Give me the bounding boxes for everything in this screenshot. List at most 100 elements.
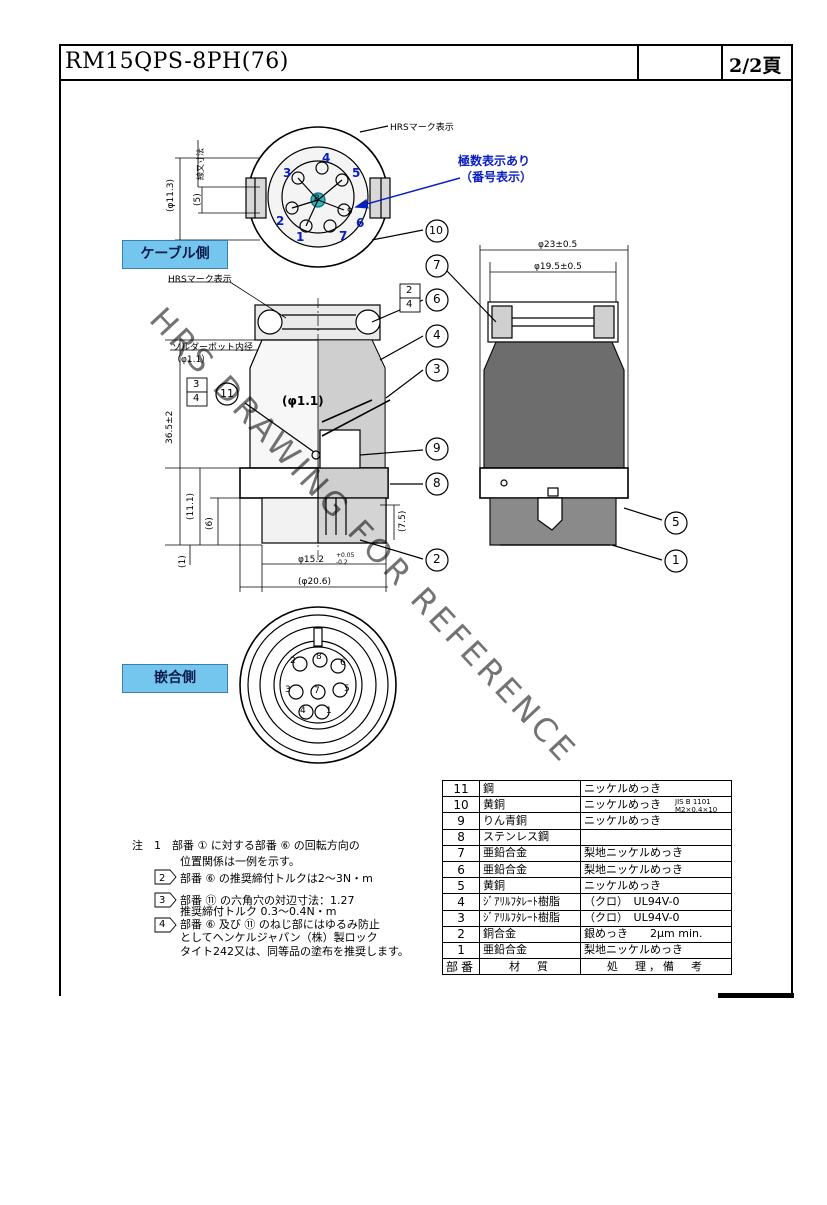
table-cell-no: 1 bbox=[441, 941, 481, 960]
pin-number: 6 bbox=[340, 658, 346, 668]
dim-label: -0.2 bbox=[336, 559, 348, 566]
note-ref: 3 bbox=[159, 894, 166, 906]
pin-number: 6 bbox=[356, 216, 365, 230]
dim-label: +0.05 bbox=[336, 552, 355, 559]
dim-label: (φ11.3) bbox=[166, 179, 176, 212]
frame-bottom-bar bbox=[718, 993, 794, 998]
title-divider bbox=[637, 46, 639, 79]
dim-label: φ23±0.5 bbox=[538, 240, 578, 250]
table-cell-material: ｼﾞｱﾘﾙﾌﾀﾚｰﾄ樹脂 bbox=[479, 909, 582, 927]
balloon-number: 10 bbox=[429, 224, 443, 237]
part-number: RM15QPS-8PH(76) bbox=[65, 49, 289, 74]
dim-label: (7.5) bbox=[398, 510, 408, 532]
page-number: 2/2頁 bbox=[729, 55, 782, 77]
table-cell-material: 亜鉛合金 bbox=[479, 844, 582, 862]
cable-side-label: ケーブル側 bbox=[122, 240, 228, 269]
table-cell-finish: 銀めっき 2μm min. bbox=[580, 925, 732, 943]
table-cell-finish: ニッケルめっき bbox=[580, 779, 732, 798]
table-cell-material: ステンレス鋼 bbox=[479, 828, 582, 846]
pole-display-callout: 極数表示あり bbox=[458, 154, 531, 168]
hrs-mark-callout: HRSマーク表示 bbox=[168, 275, 232, 285]
balloon-number: 3 bbox=[433, 362, 441, 376]
standard-note-line: JIS B 1101 bbox=[675, 798, 711, 806]
pin-number: 3 bbox=[283, 166, 292, 180]
balloon-number: 5 bbox=[672, 515, 680, 529]
note-ref: 4 bbox=[159, 918, 166, 930]
balloon-number: 9 bbox=[433, 441, 441, 455]
table-cell-material: 銅合金 bbox=[479, 925, 582, 943]
table-cell-no: 5 bbox=[441, 877, 481, 895]
table-header-material: 材 質 bbox=[479, 958, 582, 976]
pole-display-callout-sub: （番号表示） bbox=[460, 170, 533, 184]
table-cell-finish: 梨地ニッケルめっき bbox=[580, 844, 732, 862]
dim-label: φ19.5±0.5 bbox=[534, 262, 582, 272]
table-cell-material: ｼﾞｱﾘﾙﾌﾀﾚｰﾄ樹脂 bbox=[479, 893, 582, 911]
table-cell-finish: 梨地ニッケルめっき bbox=[580, 860, 732, 879]
table-cell-finish: （クロ） UL94V-0 bbox=[580, 909, 732, 927]
table-cell-no: 11 bbox=[441, 779, 481, 798]
drawing-frame: RM15QPS-8PH(76) 2/2頁 bbox=[59, 44, 793, 996]
pin-number: 1 bbox=[326, 706, 332, 716]
pin-number: 4 bbox=[322, 151, 331, 165]
pin-number: 5 bbox=[344, 684, 350, 694]
note-ref: 2 bbox=[159, 873, 166, 884]
table-header-no: 部番 bbox=[441, 958, 481, 976]
note-text: 部番 ⑥ の推奨締付トルクは2〜3N・m bbox=[180, 872, 373, 885]
table-cell-material: りん青銅 bbox=[479, 812, 582, 830]
solder-pot-callout: ソルダーポット内径 bbox=[172, 343, 254, 353]
standard-note: JIS B 1101 M2×0.4×10 bbox=[675, 798, 717, 814]
table-header-row: 部番材 質処 理，備 考 bbox=[441, 958, 732, 976]
dim-label: (φ20.6) bbox=[298, 577, 331, 587]
phi-callout: (φ1.1) bbox=[282, 394, 324, 408]
pin-number: 2 bbox=[290, 656, 296, 666]
dim-label: (1) bbox=[178, 555, 188, 568]
dim-label: (5) bbox=[193, 193, 203, 206]
table-cell-finish: ニッケルめっき bbox=[580, 877, 732, 895]
pin-number: 5 bbox=[352, 166, 361, 180]
note-text: タイト242又は、同等品の塗布を推奨します。 bbox=[180, 944, 409, 958]
balloon-number: 7 bbox=[433, 258, 441, 272]
table-cell-no: 2 bbox=[441, 925, 481, 943]
note-text: 部番 ① に対する部番 ⑥ の回転方向の bbox=[172, 839, 360, 852]
solder-pot-callout-sub: （φ1.1） bbox=[172, 355, 211, 365]
ref-box-number: 3 bbox=[193, 379, 200, 390]
table-cell-no: 3 bbox=[441, 909, 481, 927]
dim-label: 36.5±2 bbox=[165, 410, 175, 444]
pin-number: 3 bbox=[285, 685, 291, 695]
table-cell-material: 鋼 bbox=[479, 779, 582, 798]
pin-number: 8 bbox=[316, 652, 322, 662]
table-cell-material: 黄銅 bbox=[479, 877, 582, 895]
ref-box-number: 2 bbox=[406, 285, 413, 296]
pin-number: 9 bbox=[347, 207, 353, 217]
ref-box-number: 4 bbox=[193, 393, 200, 404]
ref-box-number: 4 bbox=[406, 299, 413, 310]
table-cell-no: 4 bbox=[441, 893, 481, 911]
balloon-number: 8 bbox=[433, 476, 441, 490]
table-cell-no: 6 bbox=[441, 860, 481, 879]
balloon-number: 2 bbox=[433, 552, 441, 566]
dim-label: 線又寸法 bbox=[196, 148, 205, 180]
table-cell-finish: ニッケルめっき bbox=[580, 812, 732, 830]
pin-number: 1 bbox=[296, 230, 305, 244]
note-text: 部番 ⑥ 及び ⑪ のねじ部にはゆるみ防止 bbox=[180, 917, 380, 931]
table-cell-no: 7 bbox=[441, 844, 481, 862]
note-text: 位置関係は一例を示す。 bbox=[180, 854, 300, 868]
table-cell-material: 亜鉛合金 bbox=[479, 860, 582, 879]
mating-side-label: 嵌合側 bbox=[122, 664, 228, 693]
note-label: 注 1 bbox=[132, 839, 161, 852]
pin-number: 7 bbox=[339, 229, 348, 243]
pin-number: 2 bbox=[276, 214, 285, 228]
dim-label: (11.1) bbox=[186, 492, 196, 520]
hrs-mark-callout: HRSマーク表示 bbox=[390, 123, 454, 133]
table-header-finish: 処 理，備 考 bbox=[580, 958, 732, 976]
